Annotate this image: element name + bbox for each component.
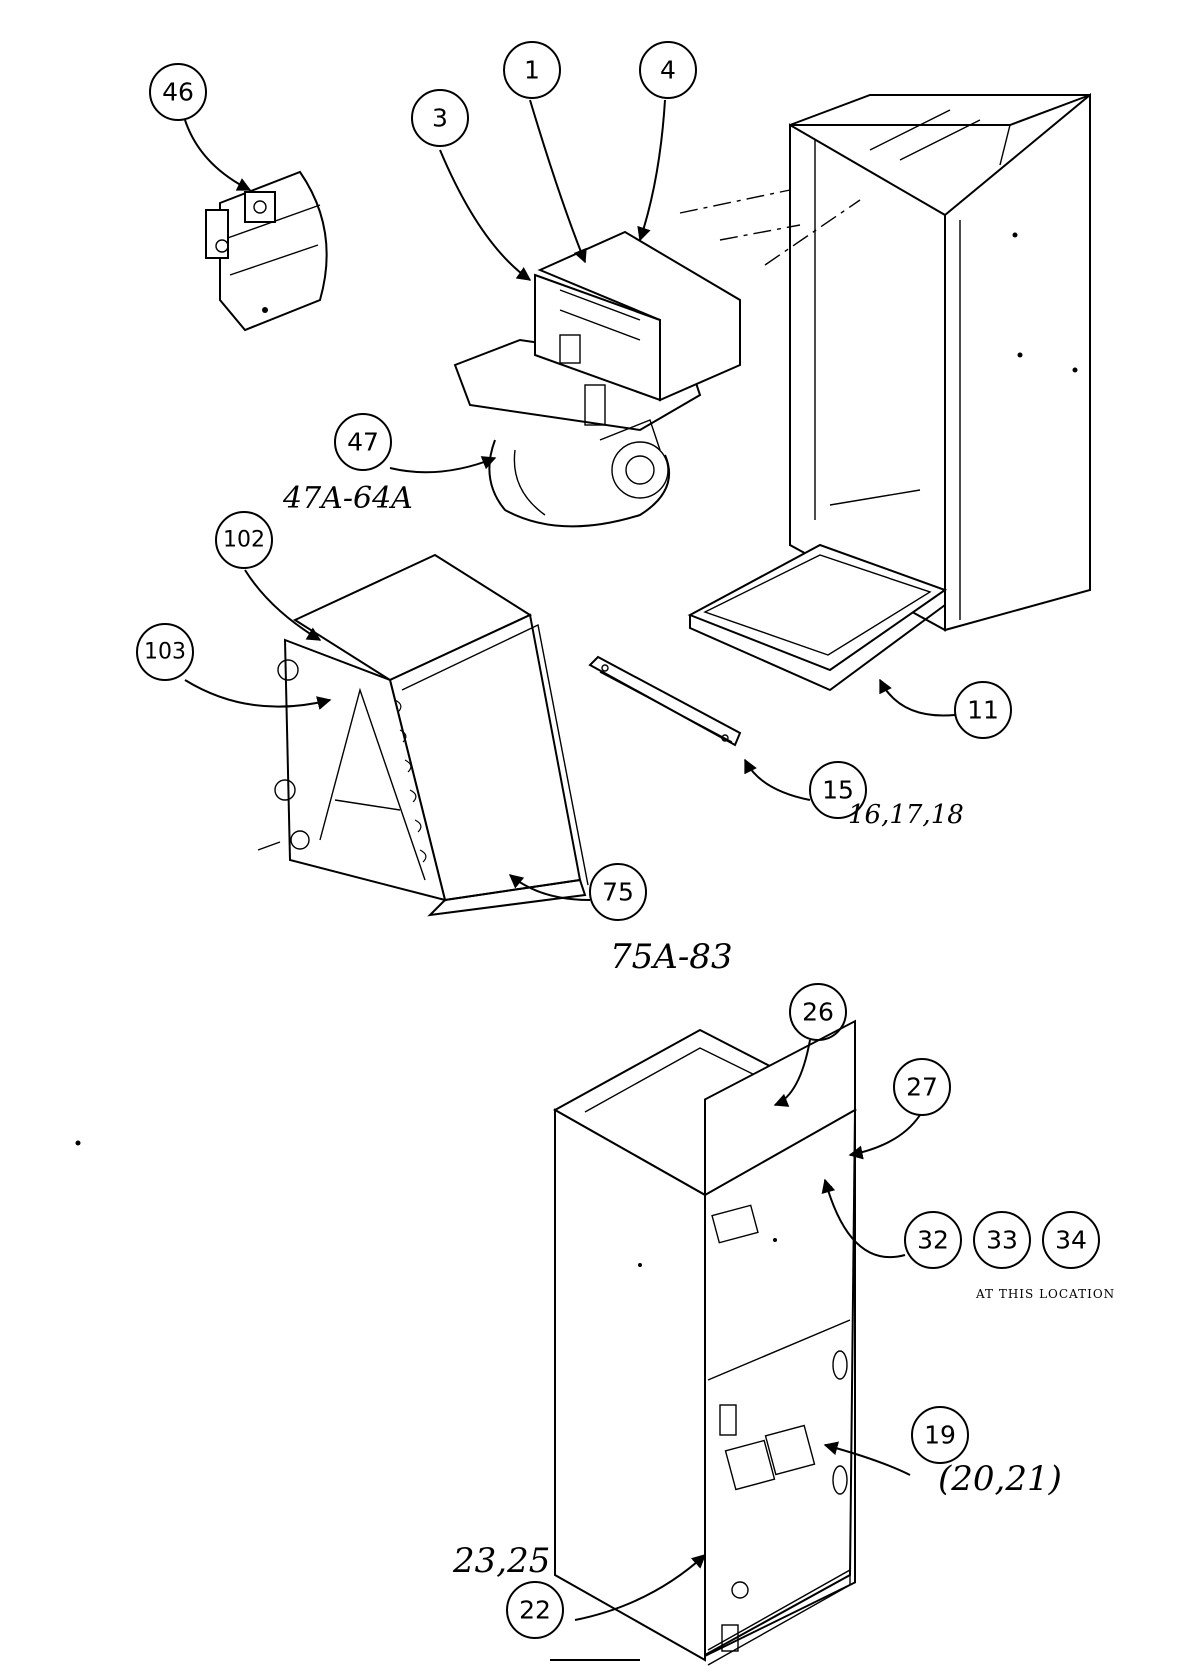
callout-75: 75 [589, 863, 647, 921]
stray-mark [75, 1140, 81, 1146]
callout-46: 46 [149, 63, 207, 121]
location-note: AT THIS LOCATION [975, 1287, 1115, 1301]
callout-22: 22 [506, 1581, 564, 1639]
callout-1-label: 1 [524, 56, 540, 85]
callout-19-label: 19 [924, 1421, 956, 1450]
callout-34: 34 [1042, 1211, 1100, 1269]
evaporator-coil-part-75 [257, 553, 589, 917]
upper-cabinet-part-11 [679, 92, 1091, 692]
callout-11: 11 [954, 681, 1012, 739]
callout-27: 27 [893, 1058, 951, 1116]
rail-part-15 [588, 655, 742, 747]
callout-47-label: 47 [347, 428, 379, 457]
callout-103: 103 [136, 623, 194, 681]
handwritten-19-range: (20,21) [938, 1459, 1062, 1499]
handwritten-22-range: 23,25 [452, 1541, 550, 1581]
callout-103-label: 103 [144, 640, 186, 665]
handwritten-47-range: 47A-64A [282, 481, 413, 516]
assembled-cabinet [552, 1019, 858, 1666]
callout-4-label: 4 [660, 56, 676, 85]
callout-1: 1 [503, 41, 561, 99]
callout-15: 15 [809, 761, 867, 819]
callout-26: 26 [789, 983, 847, 1041]
callout-27-label: 27 [906, 1073, 938, 1102]
handwritten-75-range: 75A-83 [610, 937, 733, 977]
callout-33-label: 33 [986, 1226, 1018, 1255]
callout-75-label: 75 [602, 878, 634, 907]
blower-assembly [453, 230, 741, 528]
leader-lines [184, 99, 956, 1661]
handwritten-15-range: 16,17,18 [848, 800, 964, 830]
callout-102-label: 102 [223, 528, 265, 553]
callout-46-label: 46 [162, 78, 194, 107]
callout-3: 3 [411, 89, 469, 147]
callout-32-label: 32 [917, 1226, 949, 1255]
callout-4: 4 [639, 41, 697, 99]
callout-11-label: 11 [967, 696, 999, 725]
callout-47: 47 [334, 413, 392, 471]
callout-32: 32 [904, 1211, 962, 1269]
callout-34-label: 34 [1055, 1226, 1087, 1255]
callout-19: 19 [911, 1406, 969, 1464]
callout-33: 33 [973, 1211, 1031, 1269]
callout-26-label: 26 [802, 998, 834, 1027]
callout-102: 102 [215, 511, 273, 569]
callout-3-label: 3 [432, 104, 448, 133]
bracket-part-46 [205, 170, 328, 332]
callout-15-label: 15 [822, 776, 854, 805]
callout-22-label: 22 [519, 1596, 551, 1625]
